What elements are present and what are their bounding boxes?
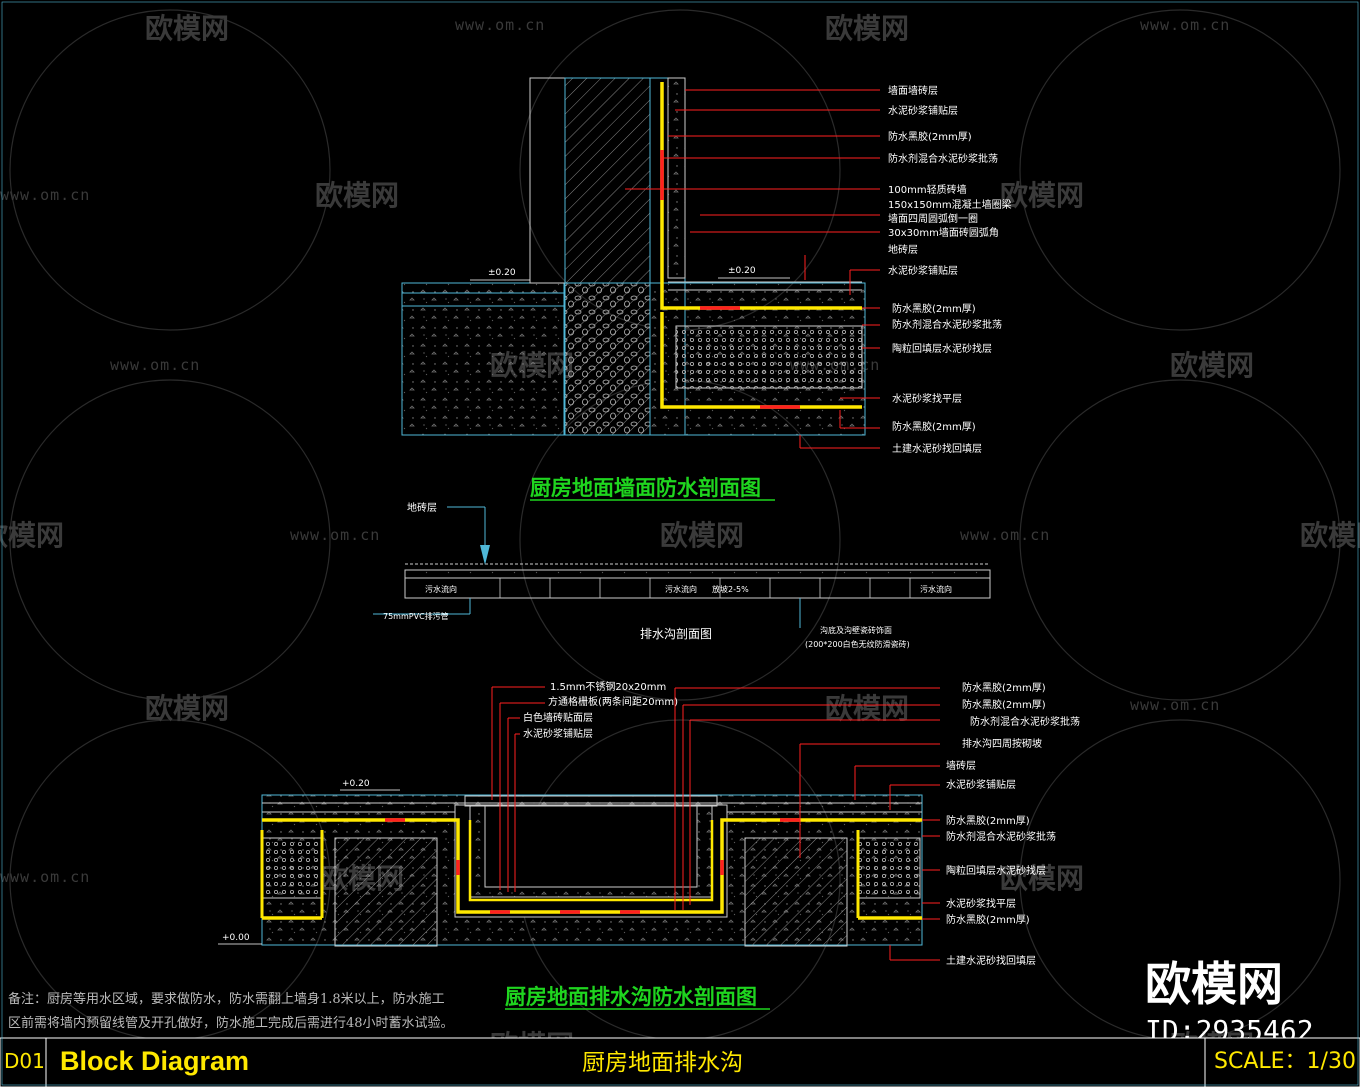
callout-label: 水泥砂浆铺贴层 — [888, 104, 958, 117]
bottom-note: 沟底及沟壁瓷砖饰面 — [820, 625, 892, 635]
watermark-url: www.om.cn — [1130, 696, 1220, 714]
watermark-brand: 欧模网 — [1000, 179, 1084, 212]
watermark-brand: 欧模网 — [1000, 862, 1084, 895]
callout-label: 防水黑胶(2mm厚) — [946, 913, 1030, 926]
title-block: D01 Block Diagram 厨房地面排水沟 SCALE：1/30 — [0, 1037, 1360, 1087]
watermark-brand-large: 欧模网 — [1145, 957, 1283, 1011]
watermark-url: www.om.cn — [960, 526, 1050, 544]
flow-label: 污水流向 — [665, 584, 697, 594]
callout-label: 防水黑胶(2mm厚) — [892, 420, 976, 433]
callout-label: 水泥砂浆找平层 — [946, 897, 1016, 910]
callout-label: 墙面墙砖层 — [888, 84, 938, 97]
note-line: 区前需将墙内预留线管及开孔做好，防水施工完成后需进行48小时蓄水试验。 — [8, 1015, 454, 1031]
watermark-url: www.om.cn — [110, 356, 200, 374]
callout-label: 防水剂混合水泥砂浆批荡 — [970, 715, 1080, 728]
callout-label: 白色墙砖贴面层 — [523, 711, 593, 724]
level-mark: ±0.20 — [728, 266, 756, 276]
drain-channel-section: 地砖层 污水流向 污水流向 放坡2-5% 污水流向 75mmPVC排污管 沟底及… — [373, 501, 991, 649]
callout-label: 墙面四周圆弧倒一圈 — [888, 212, 978, 225]
drain-waterproof-section: +0.20 +0.00 1.5mm不锈钢20x20mm 方通格栅板(两条间距20… — [218, 680, 1080, 1010]
callout-label: 水泥砂浆铺贴层 — [523, 727, 593, 740]
section-title: 排水沟剖面图 — [640, 627, 712, 641]
watermark-brand: 欧模网 — [660, 519, 744, 552]
watermark-brand: 欧模网 — [0, 519, 64, 552]
slope-label: 放坡2-5% — [712, 584, 749, 594]
callout-label: 150x150mm混凝土墙圈梁 — [888, 198, 1012, 211]
section-title: 厨房地面排水沟防水剖面图 — [505, 985, 757, 1009]
watermark-url: www.om.cn — [290, 526, 380, 544]
level-mark: ±0.20 — [488, 268, 516, 278]
callout-label: 防水黑胶(2mm厚) — [888, 130, 972, 143]
callout-label: 陶粒回填层水泥砂找层 — [946, 864, 1046, 877]
callout-label: 100mm轻质砖墙 — [888, 183, 967, 196]
callout-label: 防水黑胶(2mm厚) — [962, 681, 1046, 694]
callout-label: 水泥砂浆找平层 — [892, 392, 962, 405]
callout-label: 防水黑胶(2mm厚) — [946, 814, 1030, 827]
section-title: 厨房地面墙面防水剖面图 — [530, 476, 761, 500]
watermark-brand: 欧模网 — [145, 692, 229, 725]
flow-label: 污水流向 — [425, 584, 457, 594]
flow-label: 污水流向 — [920, 584, 952, 594]
callout-label: 方通格栅板(两条间距20mm) — [548, 695, 678, 708]
callout-label: 1.5mm不锈钢20x20mm — [550, 680, 666, 693]
callout-label: 土建水泥砂找回填层 — [892, 442, 982, 455]
watermark-url: www.om.cn — [1140, 16, 1230, 34]
callout-label: 墙砖层 — [946, 759, 976, 772]
callout-label: 防水剂混合水泥砂浆批荡 — [888, 152, 998, 165]
notes-block: 备注：厨房等用水区域，要求做防水，防水需翻上墙身1.8米以上，防水施工 区前需将… — [8, 991, 454, 1031]
callout-label: 土建水泥砂找回填层 — [946, 954, 1036, 967]
callout-label: 水泥砂浆铺贴层 — [946, 778, 1016, 791]
tile-label: 地砖层 — [407, 501, 437, 514]
callout-label: 防水剂混合水泥砂浆批荡 — [892, 318, 1002, 331]
watermark-brand: 欧模网 — [145, 12, 229, 45]
note-line: 备注：厨房等用水区域，要求做防水，防水需翻上墙身1.8米以上，防水施工 — [8, 991, 445, 1007]
drawing-code: D01 — [4, 1049, 45, 1073]
watermark-url: www.om.cn — [0, 186, 90, 204]
level-mark: +0.00 — [222, 933, 250, 943]
callout-label: 防水黑胶(2mm厚) — [892, 302, 976, 315]
watermark-url: www.om.cn — [455, 16, 545, 34]
wall-floor-section: ±0.20 ±0.20 墙面墙砖层 水泥砂浆铺贴层 — [401, 77, 1012, 501]
callout-label: 地砖层 — [888, 243, 918, 256]
pipe-label: 75mmPVC排污管 — [383, 611, 449, 621]
callout-label: 防水剂混合水泥砂浆批荡 — [946, 830, 1056, 843]
drawing-subtitle: 厨房地面排水沟 — [582, 1050, 743, 1076]
level-mark: +0.20 — [342, 779, 370, 789]
drawing-scale: SCALE：1/30 — [1214, 1049, 1356, 1074]
bottom-note: (200*200白色无纹防滑瓷砖) — [805, 639, 910, 649]
watermark-brand: 欧模网 — [825, 12, 909, 45]
drawing-title: Block Diagram — [60, 1046, 249, 1076]
callout-label: 防水黑胶(2mm厚) — [962, 698, 1046, 711]
callout-label: 陶粒回填层水泥砂找层 — [892, 342, 992, 355]
callout-label: 30x30mm墙面砖圆弧角 — [888, 226, 999, 239]
callout-label: 排水沟四周按砌坡 — [962, 737, 1042, 750]
watermark-url: www.om.cn — [0, 868, 90, 886]
watermark-brand: 欧模网 — [1170, 349, 1254, 382]
callout-label: 水泥砂浆铺贴层 — [888, 264, 958, 277]
watermark-brand: 欧模网 — [1300, 519, 1360, 552]
watermark-brand: 欧模网 — [315, 179, 399, 212]
